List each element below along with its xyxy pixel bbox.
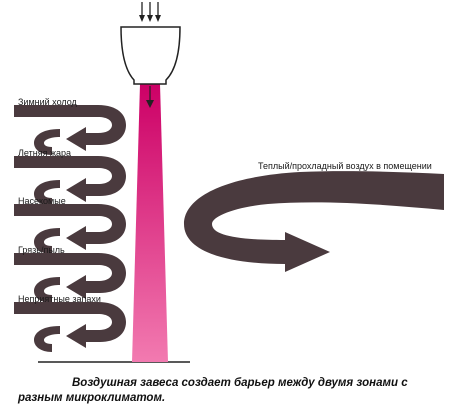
flow-arrow-insects bbox=[14, 204, 126, 250]
caption-line-1: Воздушная завеса создает барьер между дв… bbox=[72, 377, 408, 389]
return-curl-bad-smells bbox=[34, 326, 60, 352]
return-curl-winter-cold bbox=[34, 129, 60, 155]
return-curl-summer-heat bbox=[34, 180, 60, 206]
outside-flows bbox=[14, 105, 126, 352]
label-bad-smells: Неприятные запахи bbox=[18, 294, 101, 304]
return-curl-dirt-dust bbox=[34, 277, 60, 303]
label-summer-heat: Летняя жара bbox=[18, 148, 71, 158]
flow-arrow-summer-heat bbox=[14, 156, 126, 202]
air-curtain-unit bbox=[120, 26, 181, 85]
flow-arrow-winter-cold bbox=[14, 105, 126, 151]
caption-line-2: разным микроклиматом. bbox=[18, 392, 166, 404]
label-insects: Насекомые bbox=[18, 196, 66, 206]
intake-arrows-icon bbox=[139, 2, 161, 22]
return-curl-insects bbox=[34, 228, 60, 254]
flow-arrow-dirt-dust bbox=[14, 253, 126, 299]
label-dirt-dust: Грязь/пыль bbox=[18, 245, 65, 255]
label-indoor-air: Теплый/прохладный воздух в помещении bbox=[258, 161, 432, 171]
label-winter-cold: Зимний холод bbox=[18, 97, 77, 107]
caption: Воздушная завеса создает барьер между дв… bbox=[18, 376, 444, 406]
stream-direction-arrow bbox=[146, 86, 154, 108]
flow-arrow-bad-smells bbox=[14, 302, 126, 348]
air-curtain-stream bbox=[132, 84, 168, 362]
indoor-air-arrow bbox=[184, 171, 444, 272]
